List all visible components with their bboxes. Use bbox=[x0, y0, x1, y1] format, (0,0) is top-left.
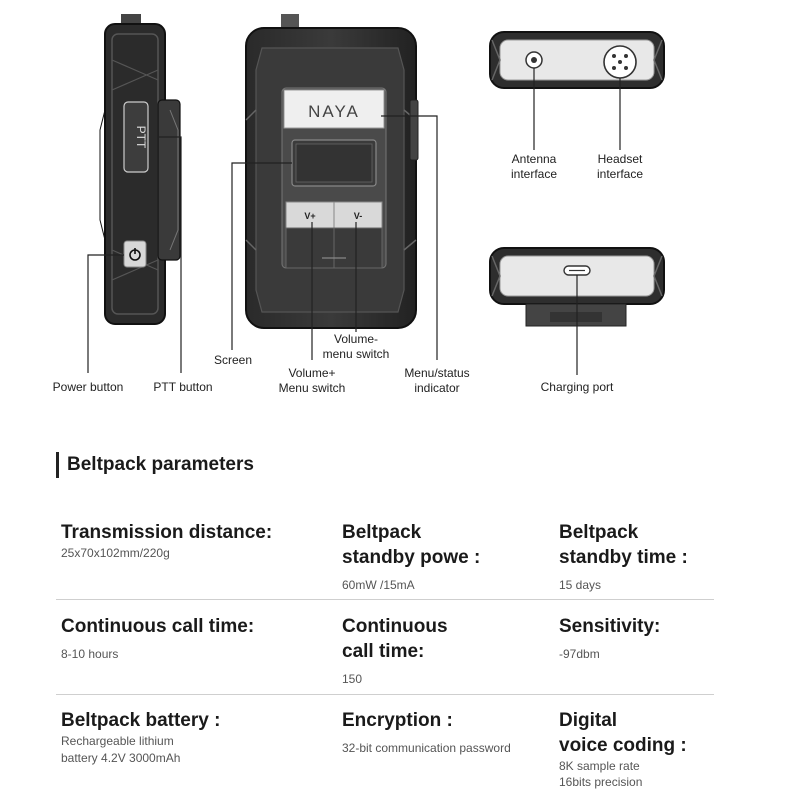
param-label: voice coding : bbox=[559, 735, 687, 756]
param-value: battery 4.2V 3000mAh bbox=[61, 751, 181, 765]
top-view-device bbox=[489, 31, 665, 89]
param-label: standby powe : bbox=[342, 547, 481, 568]
label-ptt-button: PTT button bbox=[153, 380, 213, 394]
param-standby-time: Beltpack standby time : 15 days bbox=[559, 520, 688, 593]
param-label: Continuous bbox=[342, 616, 448, 637]
param-value: 25x70x102mm/220g bbox=[61, 546, 170, 560]
screen-display bbox=[291, 139, 377, 187]
param-value: 15 days bbox=[559, 578, 602, 592]
param-value: 16bits precision bbox=[559, 775, 643, 789]
headset-port-icon bbox=[603, 45, 637, 79]
param-standby-power: Beltpack standby powe : 60mW /15mA bbox=[342, 520, 480, 593]
param-value: 8K sample rate bbox=[559, 759, 640, 773]
volume-plus-key: V+ bbox=[304, 211, 315, 221]
power-button-icon bbox=[123, 240, 147, 268]
label-headset-line2: interface bbox=[596, 167, 644, 181]
callout-lines bbox=[87, 68, 621, 375]
side-view-device bbox=[99, 14, 181, 325]
label-menu-status-line1: Menu/status bbox=[404, 366, 470, 380]
param-label: Beltpack bbox=[559, 522, 639, 543]
param-label: call time: bbox=[342, 641, 425, 662]
param-value: 150 bbox=[342, 672, 363, 686]
device-diagram: PTT NAYA V+ V- bbox=[87, 14, 665, 375]
param-encryption: Encryption : 32-bit communication passwo… bbox=[342, 708, 511, 756]
param-label: Encryption : bbox=[342, 710, 453, 731]
label-power-button: Power button bbox=[52, 380, 124, 394]
param-digital-voice-coding: Digital voice coding : 8K sample rate 16… bbox=[559, 708, 687, 790]
param-label: Transmission distance: bbox=[61, 522, 273, 543]
param-continuous-call-time-2: Continuous call time: 150 bbox=[342, 614, 448, 687]
label-antenna-line2: interface bbox=[510, 167, 558, 181]
label-headset-interface: Headset interface bbox=[582, 152, 658, 182]
device-brand-logo: NAYA bbox=[308, 102, 360, 121]
param-beltpack-battery: Beltpack battery : Rechargeable lithium … bbox=[61, 708, 220, 766]
divider-2 bbox=[56, 694, 714, 695]
label-charging-port: Charging port bbox=[540, 380, 614, 394]
front-view-device bbox=[245, 14, 419, 329]
param-sensitivity: Sensitivity: -97dbm bbox=[559, 614, 660, 662]
label-antenna-line1: Antenna bbox=[511, 152, 557, 166]
label-menu-status: Menu/status indicator bbox=[392, 366, 482, 396]
section-title: Beltpack parameters bbox=[56, 452, 254, 478]
param-transmission-distance: Transmission distance: 25x70x102mm/220g bbox=[61, 520, 272, 561]
label-screen: Screen bbox=[213, 353, 253, 367]
param-label: Digital bbox=[559, 710, 618, 731]
charging-port-icon bbox=[563, 265, 591, 276]
param-label: Beltpack bbox=[342, 522, 422, 543]
label-headset-line1: Headset bbox=[597, 152, 643, 166]
param-label: Sensitivity: bbox=[559, 616, 661, 637]
label-volume-plus-line2: Menu switch bbox=[278, 381, 346, 395]
label-menu-status-line2: indicator bbox=[414, 381, 460, 395]
param-value: 8-10 hours bbox=[61, 647, 119, 661]
label-volume-plus-line1: Volume+ bbox=[288, 366, 336, 380]
param-continuous-call-time: Continuous call time: 8-10 hours bbox=[61, 614, 254, 662]
label-volume-minus-line2: menu switch bbox=[322, 347, 390, 361]
antenna-port-icon bbox=[525, 51, 543, 69]
param-value: 32-bit communication password bbox=[342, 741, 511, 755]
label-volume-minus: Volume- menu switch bbox=[306, 332, 406, 362]
param-value: 60mW /15mA bbox=[342, 578, 415, 592]
ptt-icon-text: PTT bbox=[134, 126, 148, 149]
param-label: Continuous call time: bbox=[61, 616, 255, 637]
param-value: Rechargeable lithium bbox=[61, 734, 174, 748]
divider-1 bbox=[56, 599, 714, 600]
label-antenna-interface: Antenna interface bbox=[496, 152, 572, 182]
label-volume-minus-line1: Volume- bbox=[333, 332, 379, 346]
param-label: standby time : bbox=[559, 547, 688, 568]
param-label: Beltpack battery : bbox=[61, 710, 221, 731]
volume-minus-key: V- bbox=[354, 211, 363, 221]
label-volume-plus: Volume+ Menu switch bbox=[262, 366, 362, 396]
param-value: -97dbm bbox=[559, 647, 600, 661]
